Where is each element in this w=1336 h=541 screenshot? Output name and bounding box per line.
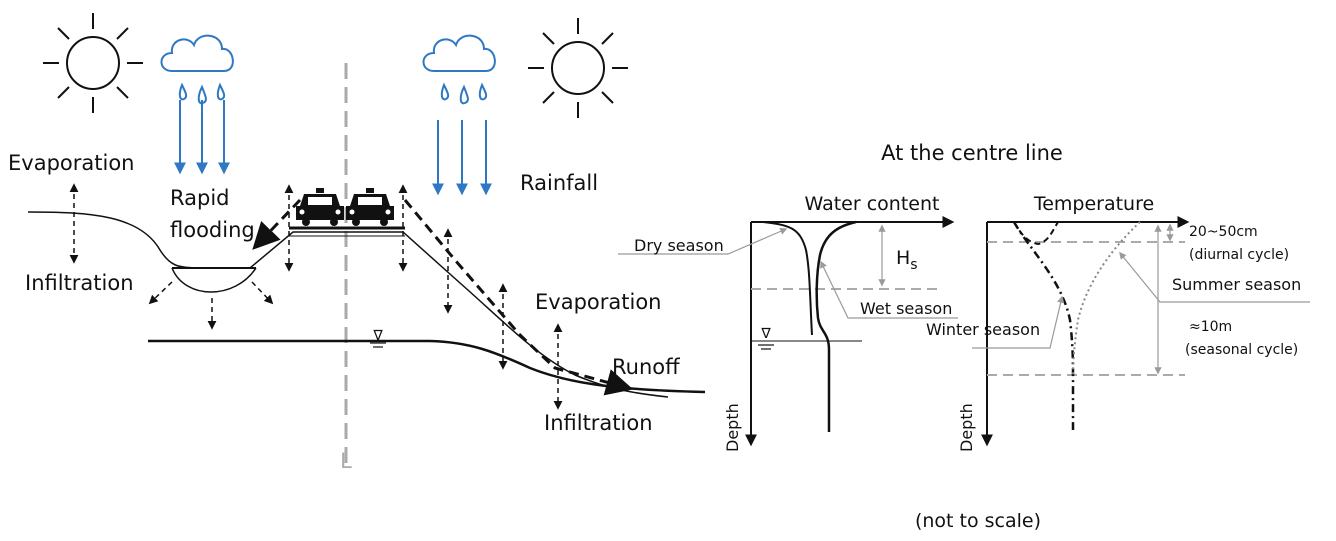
temperature-panel: Temperature Depth Summer season Winter s… (926, 193, 1310, 452)
cross-section: L ∇ (8, 12, 706, 473)
summer-season-label: Summer season (1172, 275, 1301, 294)
profiles-title: At the centre line (881, 141, 1063, 165)
diurnal-curve (1013, 221, 1059, 246)
car-icon-right (346, 188, 394, 226)
rainfall-label: Rainfall (520, 171, 598, 195)
water-depth-axis-label: Depth (723, 403, 742, 452)
winter-season-leader (972, 295, 1065, 349)
summer-season-leader (1119, 251, 1310, 303)
infiltration-label-left: Infiltration (25, 271, 134, 295)
water-panel-water-table-symbol: ∇ (760, 326, 771, 342)
water-content-panel: Water content Depth Hs ∇ Dry season Wet … (618, 193, 958, 452)
centre-line-symbol: L (340, 449, 352, 473)
evaporation-label-right: Evaporation (535, 290, 661, 314)
summer-season-curve (1072, 221, 1141, 376)
rainfall-arrows-right (432, 120, 492, 196)
runoff-label: Runoff (612, 355, 680, 379)
ditch-infiltration-arrows (148, 281, 274, 330)
evap-infil-arrows (69, 183, 563, 410)
seasonal-range-label: ≈10m (1189, 319, 1232, 335)
wet-season-curve (815, 220, 857, 432)
water-content-axis-label: Water content (805, 193, 940, 215)
winter-season-curve (1012, 221, 1075, 430)
temp-depth-axis-label: Depth (957, 403, 976, 452)
not-to-scale-note: (not to scale) (915, 510, 1041, 532)
hs-label: Hs (896, 247, 918, 273)
temperature-axis-label: Temperature (1033, 193, 1154, 215)
sun-icon-right (527, 17, 629, 119)
evaporation-label-left: Evaporation (8, 151, 134, 175)
water-table-symbol: ∇ (372, 328, 383, 344)
rain-cloud-icon-right (422, 34, 496, 105)
wet-season-label: Wet season (860, 299, 952, 318)
rain-cloud-icon-left (160, 34, 234, 105)
seasonal-note-label: (seasonal cycle) (1185, 342, 1298, 358)
infiltration-label-right: Infiltration (544, 411, 653, 435)
groundwater-table (148, 339, 706, 394)
dry-season-label: Dry season (634, 236, 724, 255)
runoff-flow-arrows (252, 198, 634, 396)
diurnal-note-label: (diurnal cycle) (1189, 247, 1289, 263)
centre-line-profiles: At the centre line Water content Depth H… (618, 141, 1310, 532)
flooding-label: flooding (170, 218, 255, 242)
dry-season-curve (762, 221, 813, 336)
diurnal-range-label: 20~50cm (1189, 224, 1258, 240)
car-icon-left (296, 188, 344, 226)
wet-season-leader (820, 260, 958, 319)
sun-icon-left (42, 12, 144, 114)
rapid-label: Rapid (170, 186, 230, 210)
dry-season-leader (618, 227, 788, 255)
ditch-bed (171, 267, 257, 293)
winter-season-label: Winter season (926, 320, 1040, 339)
rainfall-arrows-left (174, 100, 230, 175)
